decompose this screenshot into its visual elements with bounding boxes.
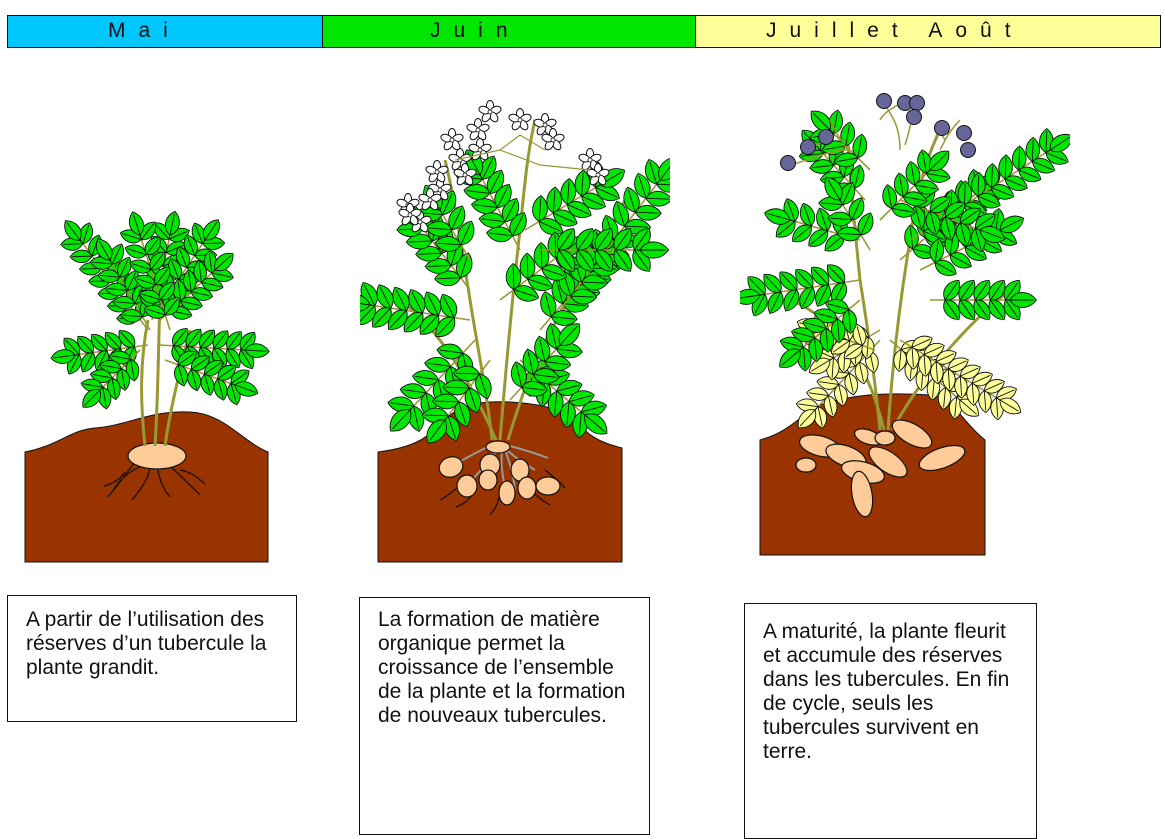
- berry: [957, 126, 972, 141]
- caption-stage-2: La formation de matière organique permet…: [359, 597, 650, 835]
- month-bar-juin: Juin: [322, 15, 697, 48]
- leaf: [486, 225, 514, 243]
- berry: [877, 94, 892, 109]
- berry: [935, 121, 950, 136]
- caption-stage-3: A maturité, la plante fleurit et accumul…: [744, 603, 1037, 839]
- caption-stage-1: A partir de l’utilisation des réserves d…: [7, 595, 297, 722]
- flower: [440, 129, 464, 152]
- tuber: [479, 470, 497, 490]
- berry: [781, 156, 796, 171]
- tuber: [796, 458, 816, 472]
- month-bar-mai: Mai: [7, 15, 324, 48]
- tuber: [499, 481, 515, 505]
- month-label-juin: Juin: [430, 16, 521, 46]
- leaf: [797, 201, 818, 228]
- tuber: [875, 431, 895, 445]
- berry: [910, 96, 925, 111]
- leaf: [185, 368, 203, 393]
- flower: [478, 101, 502, 124]
- soil: [25, 412, 268, 562]
- berry: [819, 130, 834, 145]
- tuber: [457, 475, 477, 497]
- tuber: [486, 441, 510, 453]
- leaf: [471, 197, 499, 215]
- berry: [961, 143, 976, 158]
- stage-1-young-plant-illustration: [0, 200, 300, 570]
- berry: [907, 110, 922, 125]
- leaf: [199, 372, 217, 397]
- month-bar-juillet-aout: Juillet Août: [695, 15, 1161, 48]
- month-label-mai: Mai: [108, 16, 181, 46]
- berry: [801, 140, 816, 155]
- stage-3-mature-plant-illustration: [740, 80, 1070, 560]
- tuber: [536, 477, 560, 495]
- leaf: [172, 363, 190, 388]
- leaf: [463, 183, 491, 201]
- leaf: [478, 211, 506, 229]
- tuber-mother: [128, 443, 186, 469]
- foliage: [50, 210, 269, 412]
- stage-2-flowering-plant-illustration: [360, 90, 670, 570]
- leaf: [212, 377, 230, 402]
- month-label-juillet-aout: Juillet Août: [766, 16, 1024, 46]
- foliage: [740, 106, 1070, 373]
- leaf: [1010, 292, 1036, 307]
- flower: [508, 109, 532, 132]
- tuber: [518, 477, 536, 499]
